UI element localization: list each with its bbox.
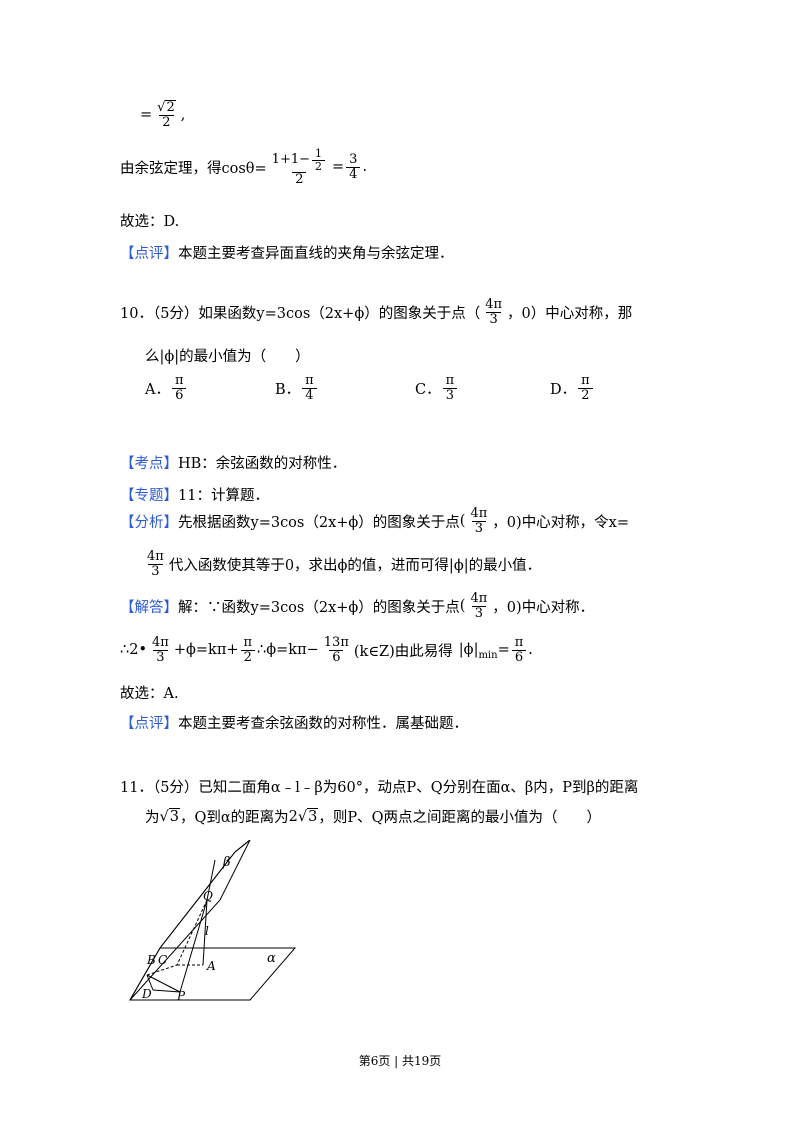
- sqrt-expression: √3: [159, 808, 180, 825]
- sqrt-expression: √2: [157, 100, 176, 115]
- review-tag: 【点评】: [120, 246, 178, 262]
- label-p: P: [176, 989, 186, 1003]
- label-c: C: [158, 953, 167, 967]
- jieda-tag: 【解答】: [120, 599, 178, 616]
- label-d: D: [141, 987, 152, 1001]
- label-alpha: α: [267, 951, 276, 966]
- kaodian-line: 【考点】 HB：余弦函数的对称性．: [120, 452, 346, 473]
- point-fraction: 4π 3: [485, 297, 503, 327]
- label-a: A: [206, 959, 216, 973]
- result-sqrt2-over-2: = √2 2 ,: [140, 100, 186, 130]
- review-tag: 【点评】: [120, 716, 178, 732]
- sqrt-expression: √3: [297, 808, 319, 825]
- plane-beta: [129, 840, 251, 1001]
- cosine-law-line: 由余弦定理，得cosθ= 1+1− 1 2 2 = 3 4 .: [120, 147, 368, 188]
- kaodian-tag: 【考点】: [120, 456, 178, 472]
- choice-line-q9: 故选：D.: [120, 214, 180, 230]
- cos-fraction: 1+1− 1 2 2: [269, 148, 330, 187]
- fraction: √2 2: [157, 100, 176, 130]
- construction-lines: [146, 859, 216, 993]
- page-footer: 第6页 | 共19页: [358, 1054, 442, 1068]
- fenxi-tag: 【分析】: [120, 514, 178, 531]
- choice-line-q10: 故选：A.: [120, 686, 179, 702]
- review-line-q10: 【点评】 本题主要考查余弦函数的对称性．属基础题．: [120, 712, 468, 733]
- label-l: l: [205, 924, 209, 938]
- label-b: B: [146, 953, 156, 967]
- review-line-q9: 【点评】 本题主要考查异面直线的夹角与余弦定理．: [120, 242, 454, 263]
- inner-fraction: 1 2: [312, 148, 325, 172]
- cos-result-fraction: 3 4: [346, 153, 361, 181]
- zhuanti-tag: 【专题】: [120, 488, 178, 504]
- label-beta: β: [222, 855, 231, 870]
- zhuanti-line: 【专题】 11：计算题．: [120, 484, 269, 505]
- dihedral-angle-figure: β α Q l A B C D P: [129, 840, 297, 1003]
- q11-stem-line1: 11．（5分）已知二面角α﹣l﹣β为60°，动点P、Q分别在面α、β内，P到β的…: [120, 780, 639, 796]
- q11-stem-line2: 为 √3 ，Q到α的距离为 2 √3 ，则P、Q两点之间距离的最小值为（ ）: [145, 808, 602, 826]
- q10-stem-line1: 10．（5分）如果函数y=3cos（2x+ϕ）的图象关于点（ 4π 3 ，0）中…: [120, 297, 633, 327]
- label-q: Q: [203, 889, 213, 903]
- q10-stem-line2: 么|ϕ|的最小值为（ ）: [145, 349, 310, 365]
